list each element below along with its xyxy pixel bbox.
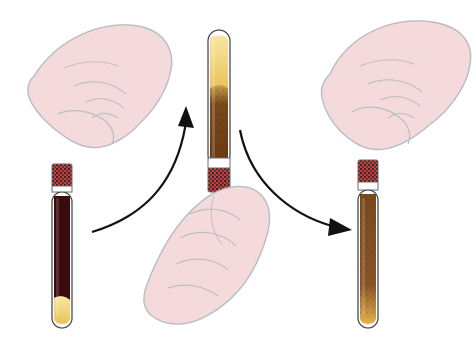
left-tube bbox=[52, 164, 72, 328]
center-gloved-hand bbox=[144, 186, 270, 324]
center-tube bbox=[208, 30, 230, 192]
right-tube bbox=[358, 160, 378, 328]
right-gloved-hand bbox=[321, 21, 470, 150]
left-gloved-hand bbox=[28, 25, 172, 148]
